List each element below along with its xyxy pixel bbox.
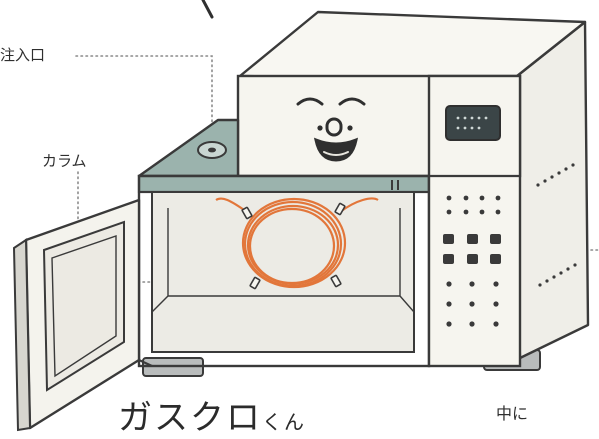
title-main: ガスクロ: [118, 398, 262, 438]
injection-port-hole: [208, 148, 216, 153]
column-label: カラム: [42, 150, 87, 171]
led-display-icon: [446, 106, 500, 140]
injection-port-label: 注入口: [0, 44, 45, 65]
injection-port-leader: [76, 56, 212, 150]
inside-note-label: 中に: [496, 400, 528, 424]
oven-top-band: [139, 176, 429, 192]
top-stroke: [203, 0, 212, 17]
oven-interior: [152, 192, 414, 352]
title-suffix: くん: [262, 410, 306, 434]
oven-door-edge: [14, 240, 30, 430]
